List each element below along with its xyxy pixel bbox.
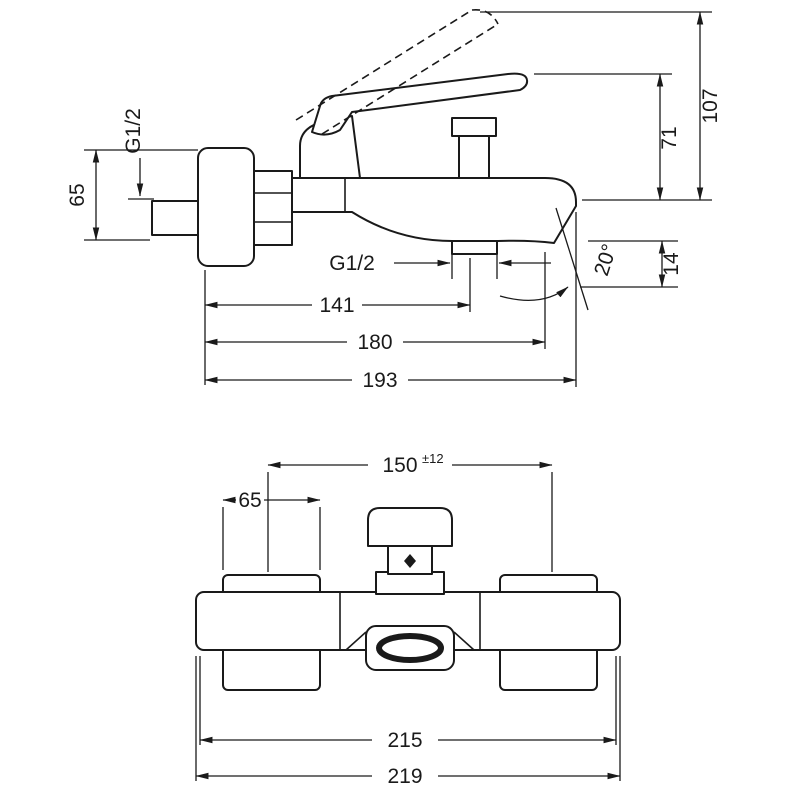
width-overall-label: 219 [387,765,422,788]
shower-outlet-cap [451,117,497,137]
dim-depth-overall: 193 [204,369,577,392]
depth-spout-label: 180 [357,331,392,354]
union-nut [253,170,293,246]
pipe-centers-tolerance-label: ±12 [422,451,444,466]
wall-escutcheon-side [197,147,255,267]
handle-knob-front [367,507,453,547]
dim-height-overall: 107 [480,11,722,201]
aerator-front-ring [376,633,444,663]
dim-pipe-centers: 150 ±12 [267,451,553,572]
handle-raised-line-upper [295,9,473,121]
height-overall-label: 107 [699,88,722,123]
dim-escutcheon-width: 65 [222,489,321,570]
dim-height-handle: 71 [534,73,681,201]
width-inner-label: 215 [387,729,422,752]
spout-tip-height-label: 14 [660,252,683,276]
spout-transition-right [453,631,475,651]
dim-width-overall: 219 [195,656,621,788]
shower-outlet-stem [458,135,490,179]
dim-depth-aerator: 141 [204,294,471,317]
handle-column-front [375,571,445,595]
escutcheon-height-label: 65 [66,183,89,206]
depth-aerator-label: 141 [319,294,354,317]
handle-raised-line-lower [321,23,499,135]
dim-width-inner: 215 [199,656,617,752]
height-handle-label: 71 [658,126,681,149]
dim-inlet-thread: G1/2 [122,108,154,200]
handle-lever [311,72,529,136]
dim-aerator-thread: G1/2 [329,247,551,279]
aerator-thread-label: G1/2 [329,252,375,275]
spout-angle-arc-arrow [499,286,569,301]
spout-angle-reference-line [555,207,589,311]
inlet-thread-label: G1/2 [122,108,145,154]
escutcheon-width-label: 65 [238,489,261,512]
side-view: G1/2 65 107 71 14 [66,8,722,392]
front-view: 150 ±12 65 215 219 [195,451,621,788]
union-nut-body [253,170,293,246]
dim-escutcheon-height: 65 [66,149,198,241]
spout-transition-left [345,631,367,651]
depth-overall-label: 193 [362,369,397,392]
faucet-body-and-spout [291,177,577,244]
supply-pipe-stub [151,200,199,236]
pipe-centers-label: 150 [382,454,417,477]
temperature-indicator-diamond [404,554,416,568]
dim-depth-spout: 180 [204,331,546,354]
spout-aerator [451,240,498,255]
spout-angle-label: 20° [590,241,622,278]
dim-spout-tip-height: 14 [580,240,683,288]
